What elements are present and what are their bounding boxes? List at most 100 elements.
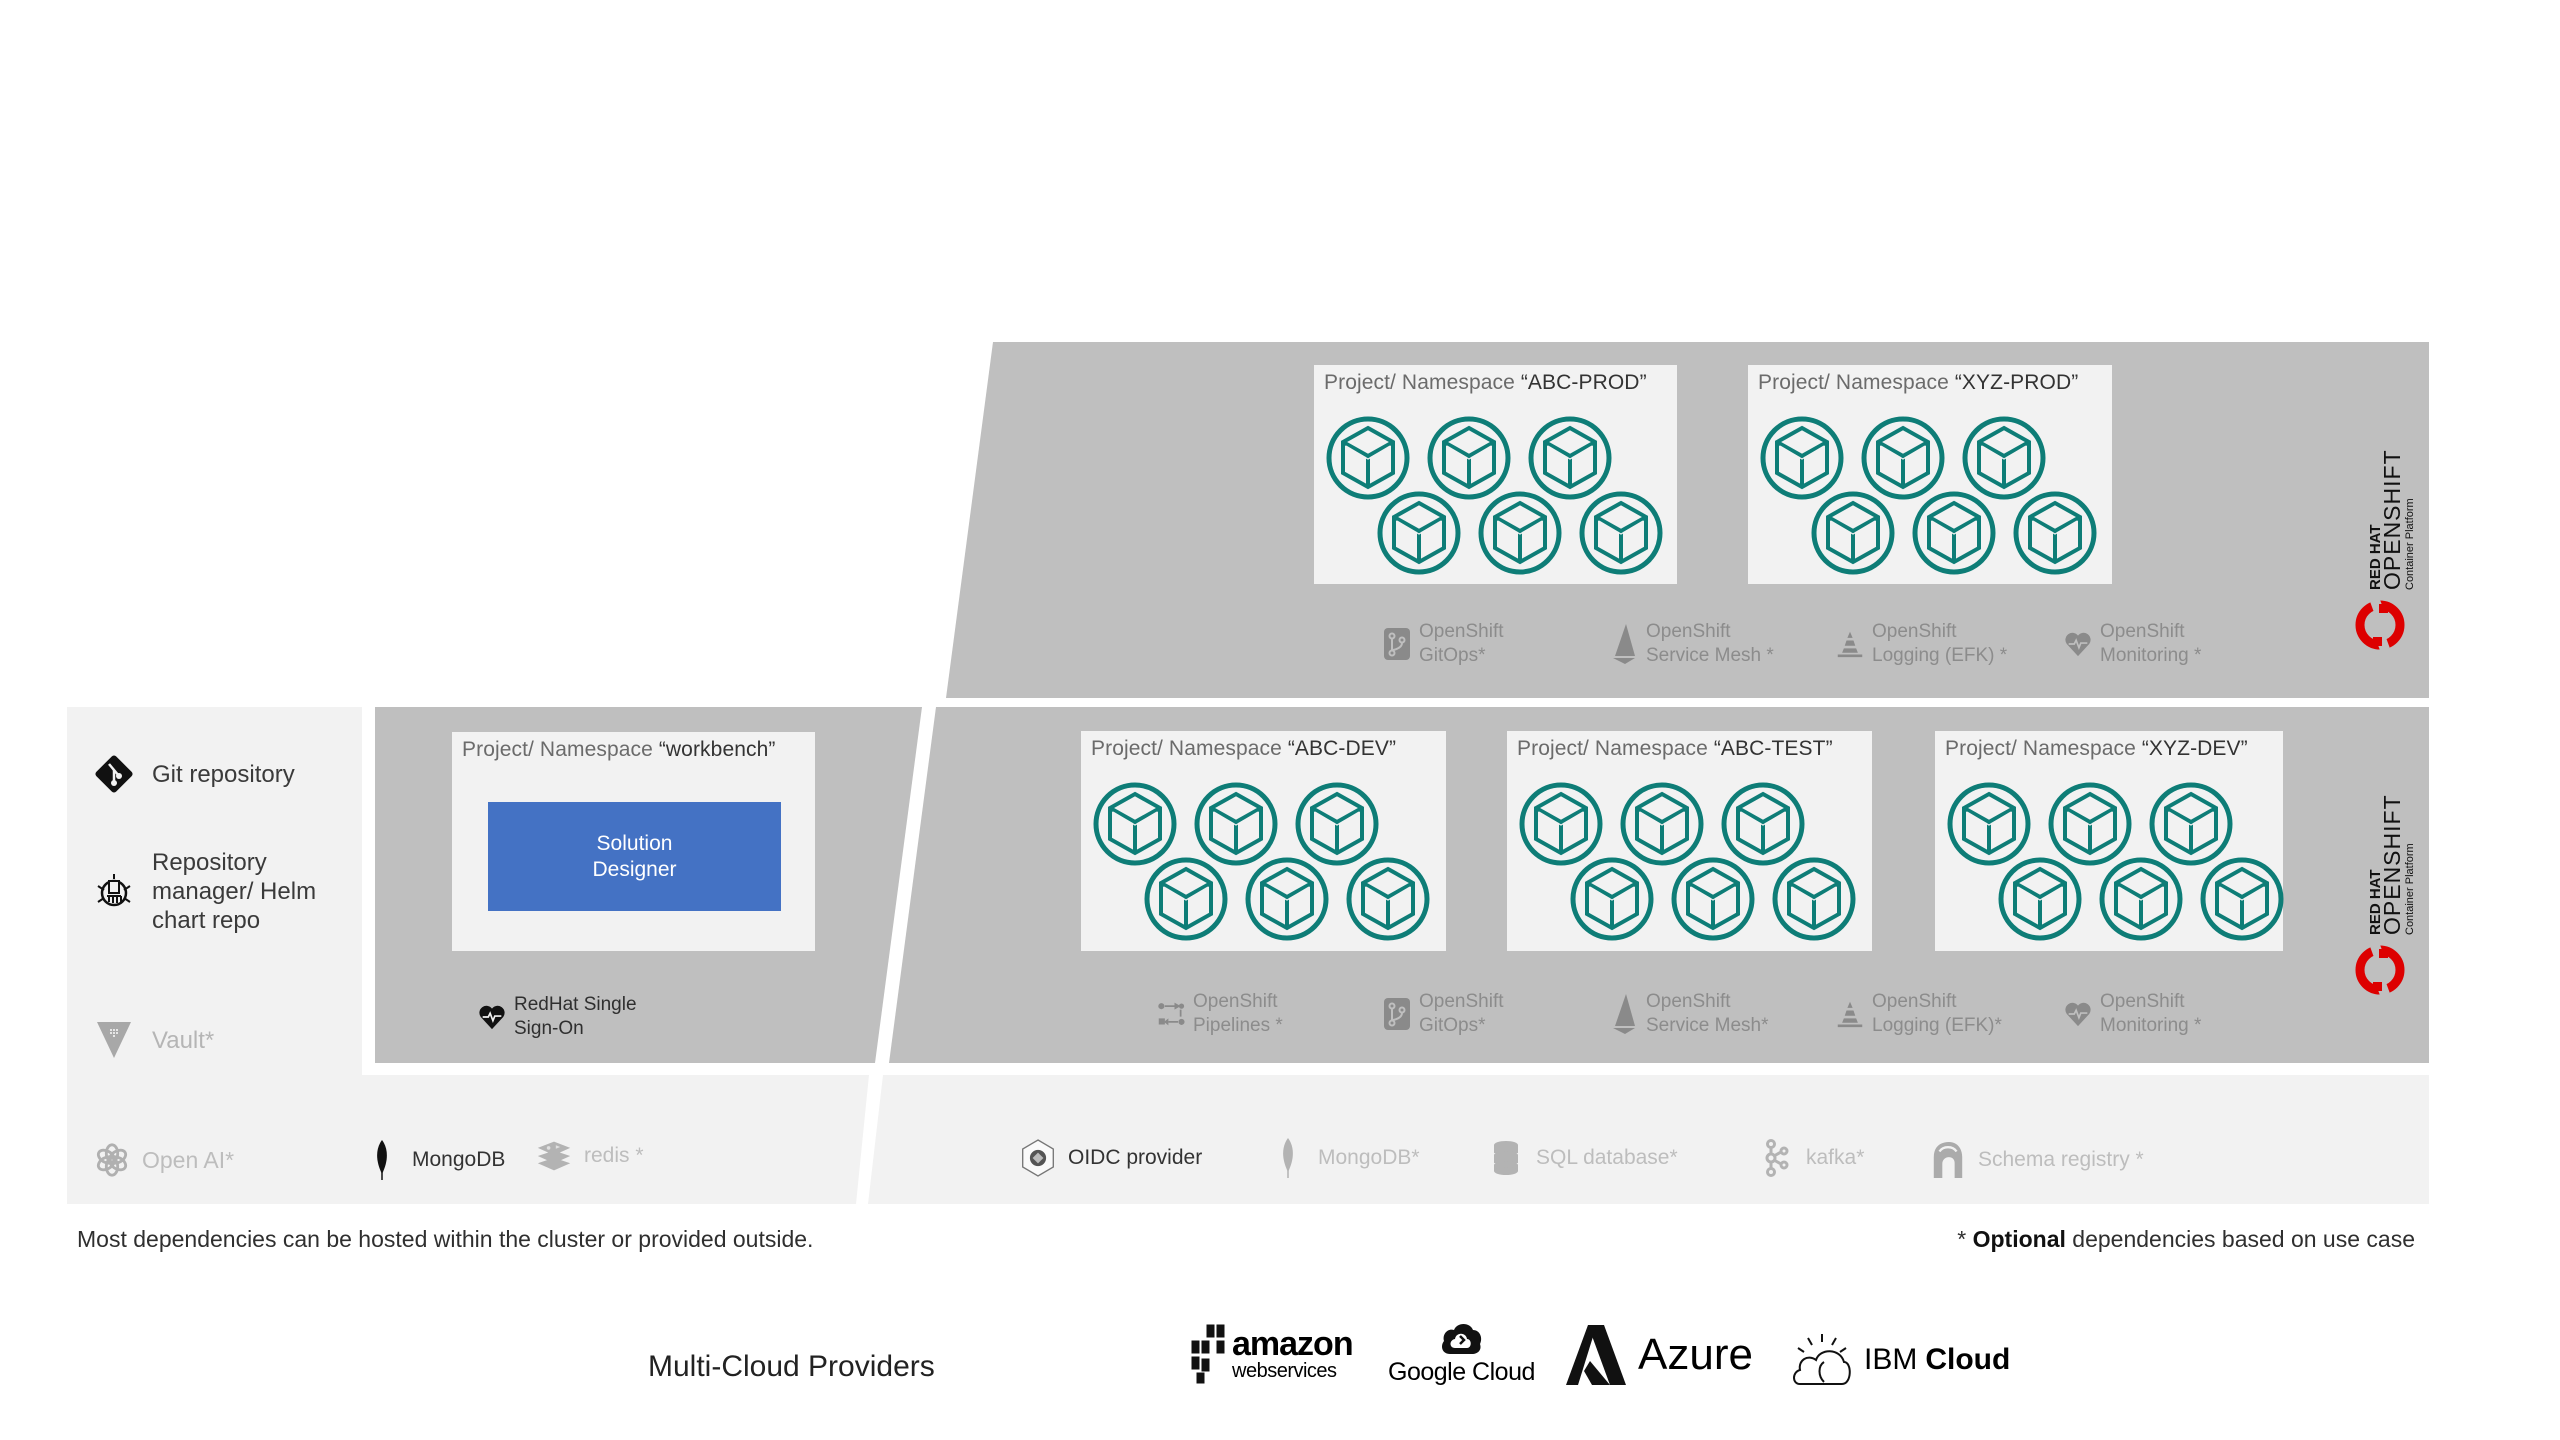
logging-icon xyxy=(1836,626,1864,662)
dev-service-gitops: OpenShift GitOps* xyxy=(1383,990,1504,1038)
pod-icon xyxy=(1193,781,1279,867)
monitoring-icon xyxy=(2064,996,2092,1032)
pod-icon xyxy=(1860,415,1946,501)
prod-service-gitops: OpenShift GitOps* xyxy=(1383,620,1504,668)
workbench-service-sso: RedHat Single Sign-On xyxy=(478,993,637,1041)
dev-service-logging: OpenShift Logging (EFK)* xyxy=(1836,990,2002,1038)
pod-icon xyxy=(2148,781,2234,867)
ibm-cloud-name-bold: Cloud xyxy=(1925,1343,2011,1376)
dev-service-monitoring: OpenShift Monitoring * xyxy=(2064,990,2201,1038)
dependency-mongodb: MongoDB xyxy=(364,1138,505,1182)
namespace-title: Project/ Namespace “ABC-PROD” xyxy=(1324,371,1647,394)
namespace-abc-prod[interactable]: Project/ Namespace “ABC-PROD” xyxy=(1314,365,1677,584)
right-dependencies-panel xyxy=(868,1075,2429,1204)
namespace-title: Project/ Namespace “ABC-TEST” xyxy=(1517,737,1833,760)
multi-cloud-label: Multi-Cloud Providers xyxy=(648,1350,935,1383)
dependency-oidc: OIDC provider xyxy=(1020,1136,1202,1180)
namespace-title: Project/ Namespace “XYZ-PROD” xyxy=(1758,371,2079,394)
helm-repo-icon xyxy=(92,870,136,914)
pod-icon xyxy=(1810,490,1896,576)
pod-icon xyxy=(1325,415,1411,501)
pod-icon xyxy=(2199,856,2285,942)
google-cloud-icon xyxy=(1442,1324,1482,1354)
dependency-sql-database: SQL database* xyxy=(1488,1136,1678,1180)
openshift-logo: RED HAT OPENSHIFT Container Platform xyxy=(2350,420,2420,660)
pod-icon xyxy=(1771,856,1857,942)
namespace-xyz-dev[interactable]: Project/ Namespace “XYZ-DEV” xyxy=(1935,731,2285,951)
openshift-logo-line3: Container Platform xyxy=(2404,843,2416,935)
pod-icon xyxy=(1143,856,1229,942)
vault-icon xyxy=(92,1018,136,1062)
pod-icon xyxy=(1244,856,1330,942)
openshift-logo-line3: Container Platform xyxy=(2404,498,2416,590)
gitops-icon xyxy=(1383,626,1411,662)
openshift-logo: RED HAT OPENSHIFT Container Platform xyxy=(2350,790,2420,1030)
redis-icon xyxy=(536,1134,572,1178)
sso-icon xyxy=(478,999,506,1035)
pod-icon xyxy=(1720,781,1806,867)
namespace-xyz-prod[interactable]: Project/ Namespace “XYZ-PROD” xyxy=(1748,365,2112,584)
left-item-label: Vault* xyxy=(152,1026,215,1054)
pod-icon xyxy=(2098,856,2184,942)
aws-cubes-icon xyxy=(1190,1323,1226,1385)
openshift-ring-icon xyxy=(2355,943,2405,997)
pod-icon xyxy=(1946,781,2032,867)
pod-icon xyxy=(1578,490,1664,576)
pod-icon xyxy=(1759,415,1845,501)
dev-service-service-mesh: OpenShift Service Mesh* xyxy=(1610,990,1769,1038)
pod-icon xyxy=(1518,781,1604,867)
left-item-label: Git repository xyxy=(152,760,295,788)
logging-icon xyxy=(1836,996,1864,1032)
pod-icon xyxy=(1345,856,1431,942)
left-item-vault: Vault* xyxy=(92,1018,214,1062)
service-mesh-icon xyxy=(1610,994,1638,1034)
mongodb-icon xyxy=(364,1138,400,1182)
pipelines-icon xyxy=(1157,996,1185,1032)
aws-name: amazon xyxy=(1232,1325,1354,1363)
dependency-mongodb-optional: MongoDB* xyxy=(1270,1136,1420,1180)
pod-icon xyxy=(2047,781,2133,867)
solution-designer-box[interactable]: Solution Designer xyxy=(488,802,781,911)
optional-legend: * Optional dependencies based on use cas… xyxy=(1957,1226,2415,1252)
aws-sub: webservices xyxy=(1232,1360,1337,1382)
azure-logo: Azure xyxy=(1566,1320,1753,1390)
dependency-openai: Open AI* xyxy=(94,1138,234,1182)
dependency-redis: redis * xyxy=(536,1134,644,1178)
azure-name: Azure xyxy=(1638,1330,1753,1379)
mongodb-icon xyxy=(1270,1136,1306,1180)
pod-icon xyxy=(1670,856,1756,942)
openshift-ring-icon xyxy=(2355,598,2405,652)
aws-logo: amazon webservices xyxy=(1190,1318,1354,1390)
pod-icon xyxy=(1569,856,1655,942)
monitoring-icon xyxy=(2064,626,2092,662)
left-item-label: Repository manager/ Helm chart repo xyxy=(152,849,317,934)
openshift-logo-line1: RED HAT xyxy=(2367,524,2384,590)
namespace-abc-test[interactable]: Project/ Namespace “ABC-TEST” xyxy=(1507,731,1872,951)
openshift-logo-line2: OPENSHIFT xyxy=(2379,794,2405,935)
namespace-title: Project/ Namespace “XYZ-DEV” xyxy=(1945,737,2248,760)
namespace-abc-dev[interactable]: Project/ Namespace “ABC-DEV” xyxy=(1081,731,1446,951)
azure-icon xyxy=(1566,1325,1626,1385)
pod-icon xyxy=(1092,781,1178,867)
left-item-git: Git repository xyxy=(92,752,295,796)
sql-database-icon xyxy=(1488,1136,1524,1180)
pod-icon xyxy=(2012,490,2098,576)
openai-icon xyxy=(94,1138,130,1182)
oidc-icon xyxy=(1020,1136,1056,1180)
pod-icon xyxy=(1527,415,1613,501)
namespace-title: Project/ Namespace “workbench” xyxy=(462,738,776,761)
service-mesh-icon xyxy=(1610,624,1638,664)
hosting-note: Most dependencies can be hosted within t… xyxy=(77,1226,814,1252)
left-dependencies-panel xyxy=(67,707,869,1204)
prod-service-monitoring: OpenShift Monitoring * xyxy=(2064,620,2201,668)
ibm-cloud-logo: IBM Cloud xyxy=(1790,1328,2010,1392)
pod-icon xyxy=(1619,781,1705,867)
google-cloud-name: Google Cloud xyxy=(1388,1358,1535,1386)
openshift-logo-line1: RED HAT xyxy=(2367,869,2384,935)
ibm-cloud-icon xyxy=(1793,1334,1851,1385)
left-item-helm-repo: Repository manager/ Helm chart repo xyxy=(92,848,316,935)
pod-icon xyxy=(1961,415,2047,501)
schema-registry-icon xyxy=(1930,1138,1966,1182)
pod-icon xyxy=(1376,490,1462,576)
